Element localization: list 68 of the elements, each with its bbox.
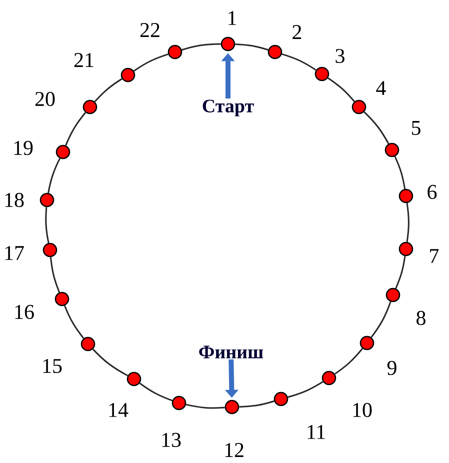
dot	[384, 142, 400, 158]
number-label: 9	[387, 360, 396, 376]
circle-line	[395, 256, 406, 289]
circle-line	[235, 44, 268, 51]
number-label: 3	[336, 48, 344, 64]
number-label: 14	[109, 403, 128, 417]
number-label: 10	[353, 402, 372, 418]
circle-line	[94, 78, 122, 102]
number-label: 22	[140, 23, 160, 37]
dot	[82, 100, 98, 114]
dot	[314, 66, 330, 82]
dot	[42, 242, 58, 258]
circle-line	[239, 400, 274, 408]
text-label: Финиш	[199, 346, 264, 358]
number-label: 11	[308, 425, 325, 439]
dot	[322, 370, 336, 386]
circle-line	[394, 156, 406, 190]
circle-line	[282, 53, 316, 71]
circle-line	[48, 158, 60, 194]
circle-line	[364, 111, 390, 144]
number-label: 12	[225, 443, 244, 457]
dot	[220, 36, 236, 52]
dot	[352, 100, 366, 114]
dot	[40, 192, 54, 208]
number-label: 1	[228, 11, 236, 25]
number-label: 16	[15, 304, 34, 320]
number-label: 13	[162, 432, 181, 448]
dot	[224, 400, 240, 414]
dot	[120, 68, 136, 82]
text-label: Старт	[202, 100, 254, 116]
number-label: 20	[35, 92, 55, 106]
circle-line	[334, 348, 364, 375]
circle-line	[288, 381, 324, 398]
dot	[54, 292, 70, 306]
number-label: 18	[5, 192, 24, 208]
circle-line	[92, 348, 128, 376]
dot	[386, 288, 400, 302]
dot	[126, 372, 142, 386]
circle-line	[50, 257, 60, 293]
dot	[56, 144, 70, 160]
dot	[398, 188, 414, 204]
number-label: 2	[292, 25, 302, 39]
circle-line	[370, 301, 392, 338]
dot	[398, 242, 414, 256]
circle-line	[182, 43, 221, 51]
number-label: 7	[430, 249, 439, 263]
dot	[268, 44, 282, 60]
circle-line	[133, 53, 168, 72]
circle-line	[406, 202, 410, 242]
circle-line	[139, 382, 173, 402]
number-label: 21	[74, 53, 94, 67]
circle-line	[65, 112, 86, 146]
circle-line	[45, 207, 50, 244]
number-label: 6	[428, 184, 437, 200]
dot	[274, 392, 288, 406]
dot	[360, 336, 374, 350]
number-label: 17	[5, 246, 24, 260]
number-label: 4	[376, 81, 386, 95]
dot	[80, 336, 96, 352]
number-label: 15	[43, 358, 62, 374]
dot	[172, 396, 186, 410]
number-label: 8	[416, 310, 426, 326]
circle-line	[186, 404, 225, 409]
number-label: 5	[412, 121, 420, 135]
circle-line	[328, 77, 355, 102]
number-label: 19	[14, 140, 33, 156]
dot	[168, 44, 182, 60]
circle-line	[64, 305, 84, 339]
